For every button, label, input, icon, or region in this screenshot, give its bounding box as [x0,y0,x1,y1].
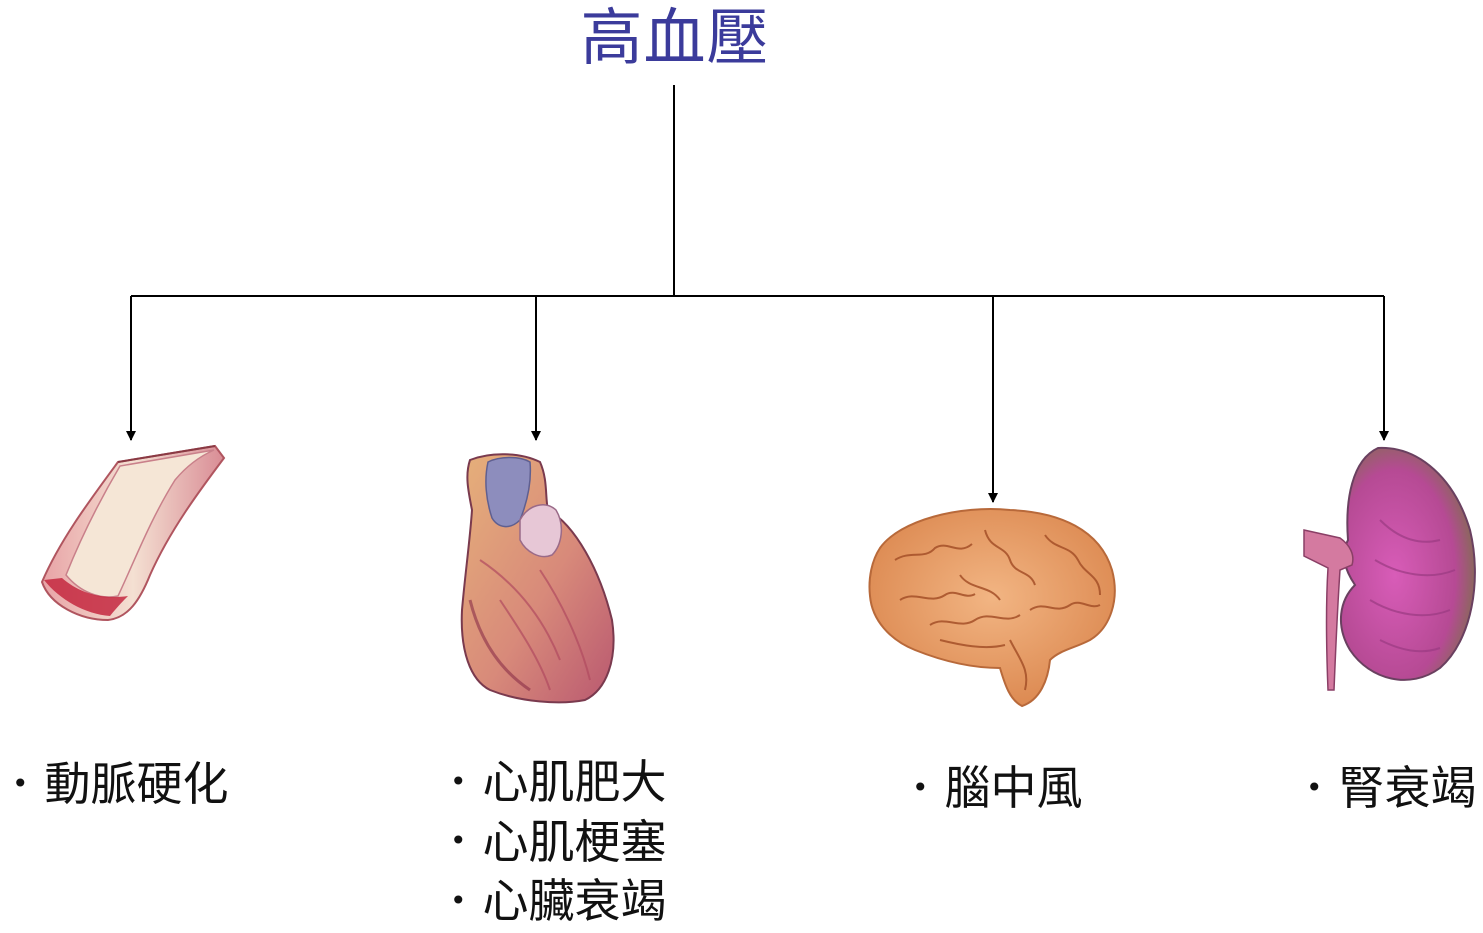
label-item: • 腦中風 [912,760,1083,820]
label-text: 心肌梗塞 [482,814,667,869]
bullet-icon: • [12,766,29,800]
bullet-icon: • [450,764,467,798]
kidney-image [1303,446,1476,691]
label-text: 心臟衰竭 [482,874,667,928]
bullet-icon: • [912,770,929,804]
label-item: • 心肌梗塞 [450,814,667,874]
label-item: • 心肌肥大 [450,754,667,814]
bullet-icon: • [450,824,467,857]
artery-image [40,444,226,622]
diagram-title: 高血壓 [580,1,770,74]
heart-labels: • 心肌肥大 • 心肌梗塞 • 心臟衰竭 [450,754,667,933]
label-text: 心肌肥大 [482,755,667,809]
bullet-icon: • [450,883,467,917]
artery-labels: • 動脈硬化 [12,756,229,816]
label-item: • 腎衰竭 [1306,760,1477,820]
heart-image [460,453,615,704]
bullet-icon: • [1306,770,1323,804]
brain-labels: • 腦中風 [912,760,1083,820]
label-text: 腎衰竭 [1338,761,1477,815]
label-text: 動脈硬化 [44,757,229,811]
label-item: • 心臟衰竭 [450,873,667,933]
brain-image [868,508,1116,708]
kidney-labels: • 腎衰竭 [1306,760,1477,820]
connector-lines [126,85,1389,503]
label-text: 腦中風 [944,761,1083,815]
label-item: • 動脈硬化 [12,756,229,816]
